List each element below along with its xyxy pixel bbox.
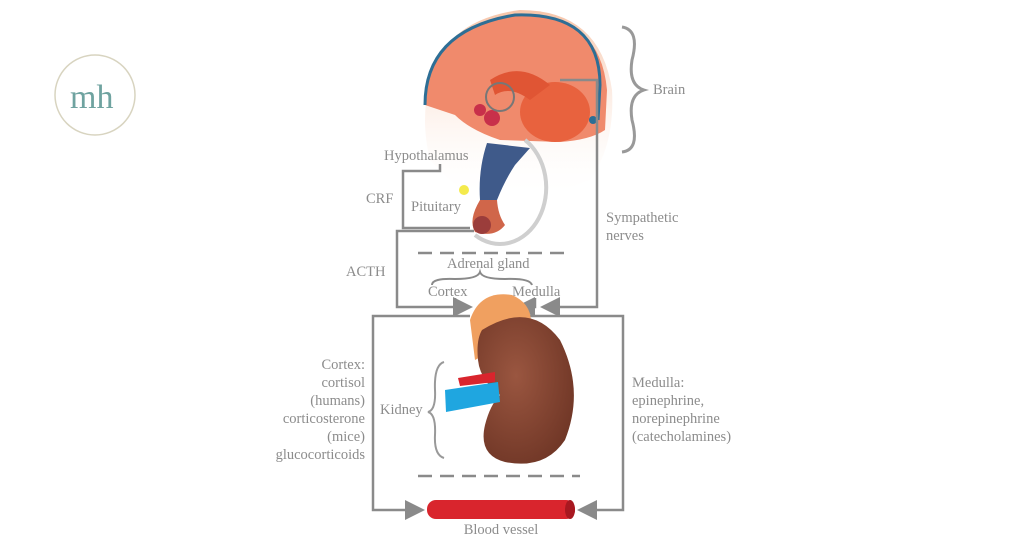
connector-lines [371, 78, 625, 520]
cortex-hormone-line: Cortex: [322, 357, 366, 373]
adrenal-gland-label: Adrenal gland [447, 256, 530, 272]
kidney-label: Kidney [380, 402, 423, 418]
cortex-hormone-line: cortisol [322, 375, 366, 391]
pituitary-label: Pituitary [411, 199, 462, 215]
cortex-hormone-line: corticosterone [283, 411, 365, 427]
medulla-hormone-line: Medulla: [632, 375, 684, 391]
hypothalamus-label: Hypothalamus [384, 148, 469, 164]
brain-brace [621, 25, 650, 154]
medulla-hormone-line: norepinephrine [632, 411, 720, 427]
cortex-hormone-line: (humans) [310, 393, 365, 409]
sympathetic-label-2: nerves [606, 228, 644, 244]
blood-vessel [427, 500, 575, 519]
medulla-hormone-line: (catecholamines) [632, 429, 731, 445]
cortex-hormones: Cortex: cortisol (humans) corticosterone… [276, 357, 366, 463]
kidney-brace [427, 361, 445, 459]
cortex-label: Cortex [428, 284, 468, 300]
blood-vessel-label: Blood vessel [464, 522, 539, 538]
logo-text: mh [70, 79, 113, 116]
brain-label: Brain [653, 82, 686, 98]
medulla-label: Medulla [512, 284, 561, 300]
cortex-hormone-line: glucocorticoids [276, 447, 366, 463]
cortex-hormone-line: (mice) [327, 429, 365, 445]
medulla-hormones: Medulla: epinephrine, norepinephrine (ca… [632, 375, 731, 445]
medulla-hormone-line: epinephrine, [632, 393, 704, 409]
crf-label: CRF [366, 191, 393, 207]
brain-illustration [423, 10, 613, 200]
pituitary-illustration [459, 138, 549, 246]
logo: mh [54, 54, 136, 136]
kidney-illustration [445, 294, 574, 464]
acth-label: ACTH [346, 264, 386, 280]
sympathetic-label-1: Sympathetic [606, 210, 679, 226]
